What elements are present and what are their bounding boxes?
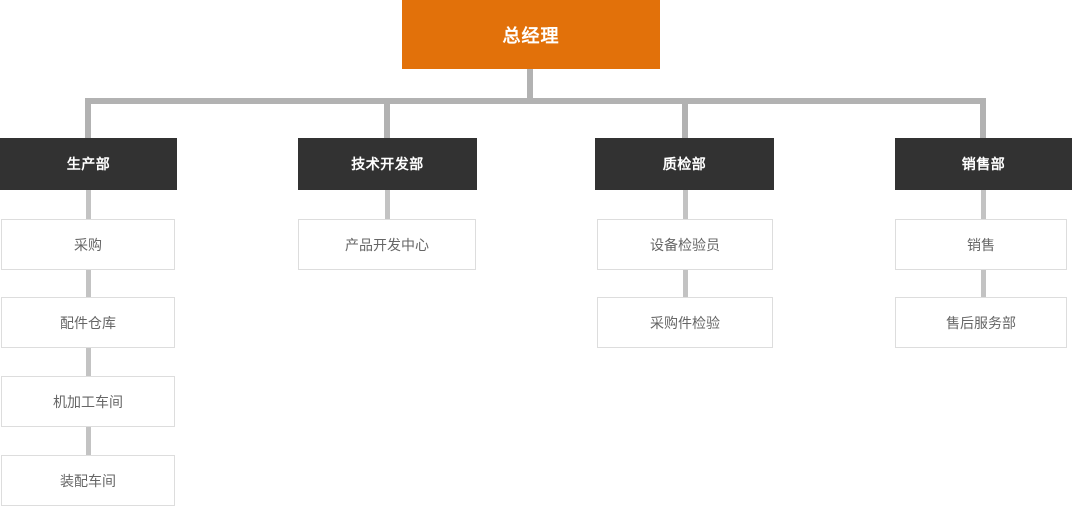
connector-quality-child-2 [683, 270, 688, 297]
node-general-manager: 总经理 [402, 0, 660, 69]
node-assembly-workshop: 装配车间 [1, 455, 175, 506]
node-machining-workshop: 机加工车间 [1, 376, 175, 427]
connector-production-child-1 [86, 190, 91, 219]
connector-quality-child-1 [683, 190, 688, 219]
connector-horizontal-bar [85, 98, 986, 104]
node-dept-production: 生产部 [0, 138, 177, 190]
connector-production-child-3 [86, 348, 91, 376]
connector-drop-sales [980, 98, 986, 138]
connector-sales-child-2 [981, 270, 986, 297]
node-after-sales-service: 售后服务部 [895, 297, 1067, 348]
node-purchased-parts-inspection: 采购件检验 [597, 297, 773, 348]
node-parts-warehouse: 配件仓库 [1, 297, 175, 348]
connector-root-stub [527, 69, 533, 104]
node-equipment-inspector: 设备检验员 [597, 219, 773, 270]
node-dept-quality-inspection: 质检部 [595, 138, 774, 190]
connector-production-child-4 [86, 427, 91, 455]
node-sales: 销售 [895, 219, 1067, 270]
node-procurement: 采购 [1, 219, 175, 270]
node-product-dev-center: 产品开发中心 [298, 219, 476, 270]
node-dept-tech-development: 技术开发部 [298, 138, 477, 190]
connector-sales-child-1 [981, 190, 986, 219]
connector-drop-tech-development [384, 98, 390, 138]
connector-drop-quality-inspection [682, 98, 688, 138]
node-dept-sales: 销售部 [895, 138, 1072, 190]
connector-tech-child-1 [385, 190, 390, 219]
connector-drop-production [85, 98, 91, 138]
connector-production-child-2 [86, 270, 91, 297]
